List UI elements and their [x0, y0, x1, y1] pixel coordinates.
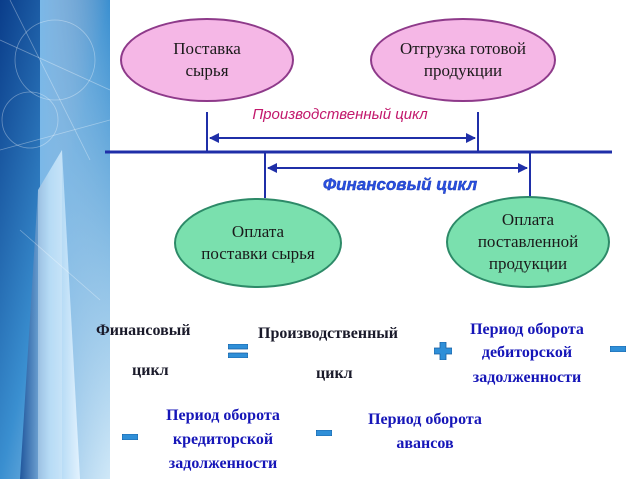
pay-supply-oval: Оплата поставки сырья	[174, 198, 342, 288]
formula-production-cycle-word: Производственный	[258, 325, 399, 342]
financial-cycle-label: Финансовый цикл	[322, 175, 478, 194]
minus-icon-1	[610, 346, 626, 352]
advances-period-line-1: Период оборота	[368, 411, 482, 428]
receivables-period-line-2: дебиторской	[481, 344, 573, 361]
pay-supply-line-1: Оплата	[231, 222, 285, 241]
shipment-oval: Отгрузка готовой продукции	[370, 18, 556, 102]
payables-period-line-2: кредиторской	[172, 431, 274, 448]
pay-delivered-line-2: поставленной	[477, 232, 579, 251]
pay-supply-line-2: поставки сырья	[201, 244, 315, 263]
formula-financial-cycle-suffix: цикл	[132, 362, 169, 379]
pay-delivered-line-3: продукции	[488, 254, 568, 273]
plus-icon	[434, 342, 452, 360]
pay-delivered-line-1: Оплата	[501, 210, 555, 229]
supply-line-2: сырья	[185, 61, 229, 80]
formula-financial-cycle-word: Финансовый	[96, 322, 191, 339]
equals-icon	[228, 344, 248, 358]
minus-icon-2	[122, 434, 138, 440]
minus-icon-3	[316, 430, 332, 436]
supply-oval: Поставка сырья	[120, 18, 294, 102]
shipment-line-1: Отгрузка готовой	[399, 39, 526, 58]
formula-production-cycle-suffix: цикл	[316, 365, 353, 382]
production-cycle-label: Производственный цикл	[252, 106, 428, 123]
background-graphic	[0, 0, 110, 479]
supply-line-1: Поставка	[173, 39, 241, 58]
payables-period-line-1: Период оборота	[166, 407, 280, 424]
shipment-line-2: продукции	[423, 61, 503, 80]
advances-period-line-2: авансов	[396, 435, 454, 452]
decorative-background-panel	[0, 0, 110, 479]
pay-delivered-oval: Оплата поставленной продукции	[446, 196, 610, 288]
payables-period-line-3: задолженности	[168, 455, 278, 472]
receivables-period-line-3: задолженности	[472, 369, 582, 386]
receivables-period-line-1: Период оборота	[470, 321, 584, 338]
